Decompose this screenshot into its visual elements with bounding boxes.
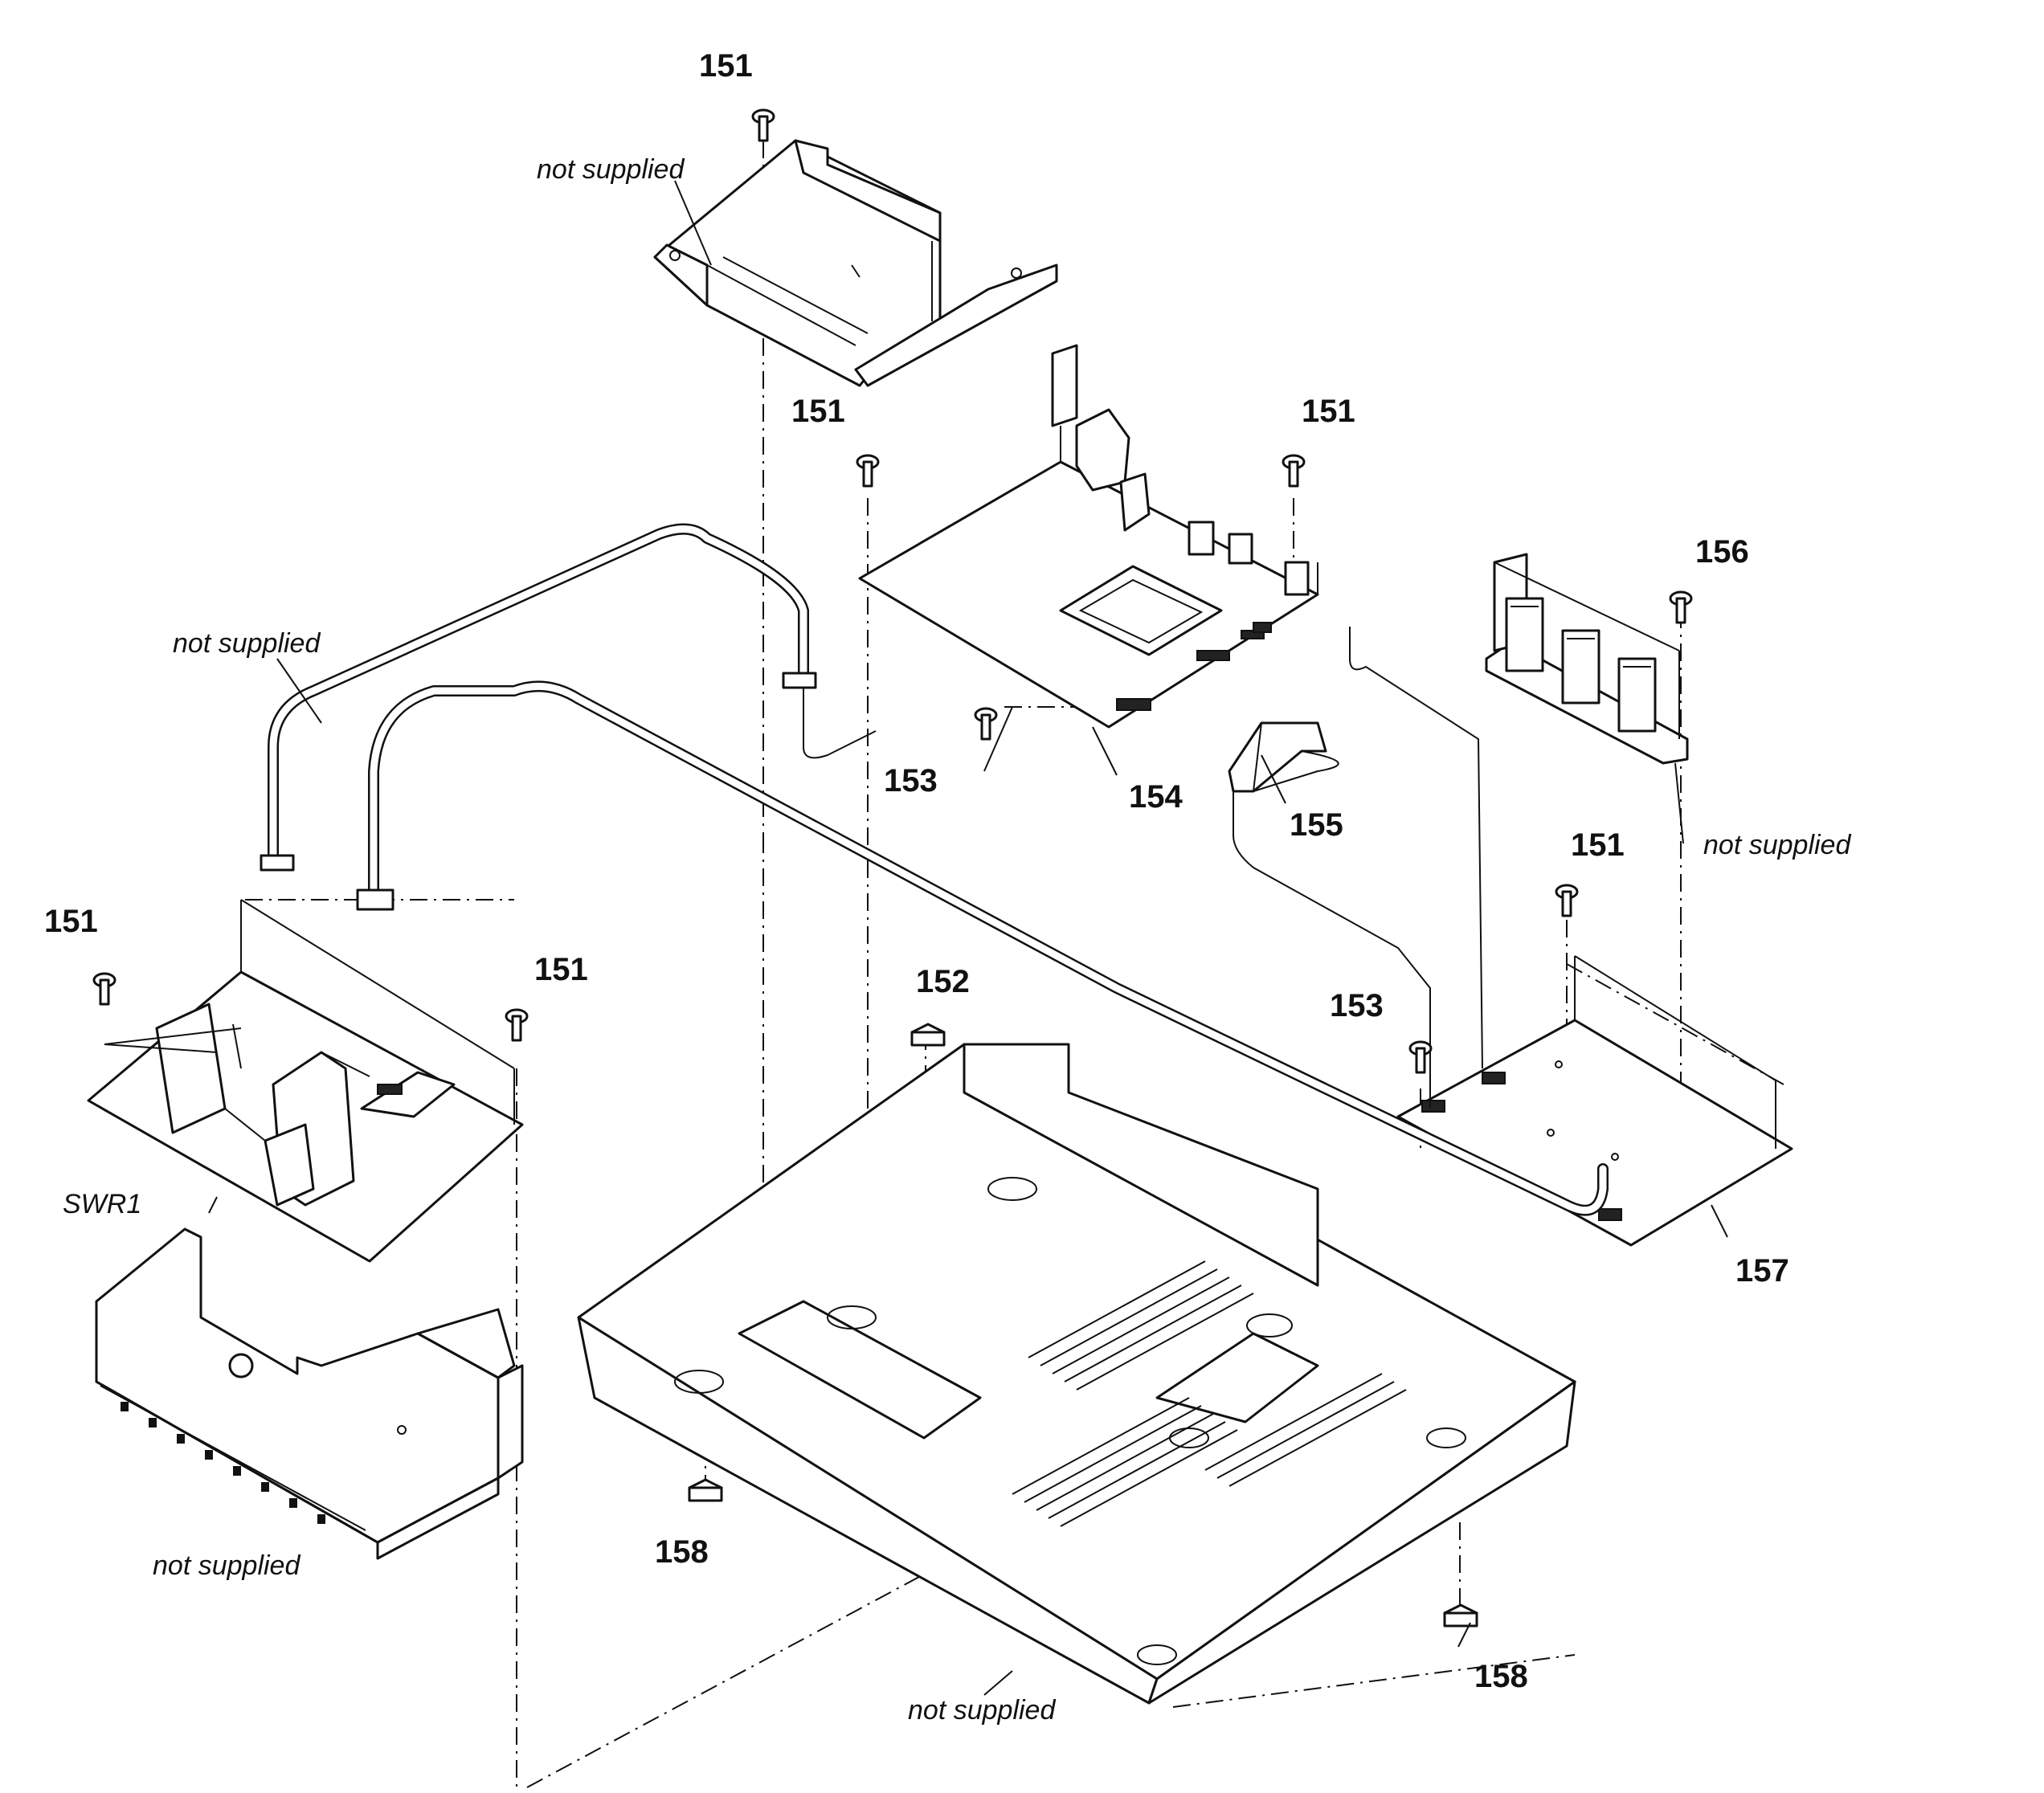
shield (95, 1227, 524, 1560)
callout-151-left-b: 151 (534, 952, 588, 987)
cushions (688, 1023, 1478, 1628)
board-156 (1485, 553, 1689, 765)
screw-151-right (1555, 884, 1579, 917)
callout-151-mid-left: 151 (791, 394, 845, 429)
callout-labels: 151 151 151 151 151 151 152 153 153 154 … (44, 48, 1789, 1694)
callout-154: 154 (1129, 779, 1183, 815)
leader-lines (104, 180, 1728, 1696)
chassis (577, 1043, 1576, 1705)
callout-151-mid-right: 151 (1302, 394, 1355, 429)
callout-151-right: 151 (1571, 827, 1625, 863)
note-not-supplied-cable: not supplied (173, 628, 321, 659)
callout-151-top: 151 (699, 48, 753, 84)
callout-153-b: 153 (1330, 988, 1384, 1023)
chassis-vents (1012, 1260, 1407, 1527)
note-swr1: SWR1 (63, 1189, 141, 1219)
bracket-155 (1228, 721, 1327, 793)
screw-156 (1669, 590, 1693, 624)
callout-155: 155 (1290, 807, 1343, 843)
callout-153-a: 153 (884, 763, 938, 798)
callout-157: 157 (1735, 1253, 1789, 1289)
top-bracket (653, 139, 1058, 387)
callout-156: 156 (1695, 534, 1749, 570)
screw-153-a (974, 707, 998, 741)
note-labels: not supplied not supplied not supplied n… (63, 154, 1851, 1726)
callout-151-left-a: 151 (44, 904, 98, 939)
screw-151-left-b (505, 1008, 529, 1042)
screw-151-left-a (92, 972, 117, 1006)
cables (260, 523, 1609, 1216)
note-not-supplied-chassis: not supplied (908, 1695, 1056, 1726)
screw-151-mid-right (1282, 454, 1306, 488)
callout-158-b: 158 (1474, 1659, 1528, 1694)
screws (92, 108, 1693, 1074)
screw-151-top (751, 108, 775, 142)
board-swr1 (87, 899, 524, 1263)
note-not-supplied-right: not supplied (1703, 830, 1851, 860)
callout-158-a: 158 (655, 1534, 709, 1570)
board-154 (858, 344, 1319, 729)
screw-153-b (1408, 1040, 1433, 1074)
shield-vents (121, 1402, 325, 1524)
callout-152: 152 (916, 964, 970, 999)
note-not-supplied-shield: not supplied (153, 1550, 300, 1581)
screw-151-mid-left (856, 454, 880, 488)
note-not-supplied-top: not supplied (537, 154, 685, 185)
